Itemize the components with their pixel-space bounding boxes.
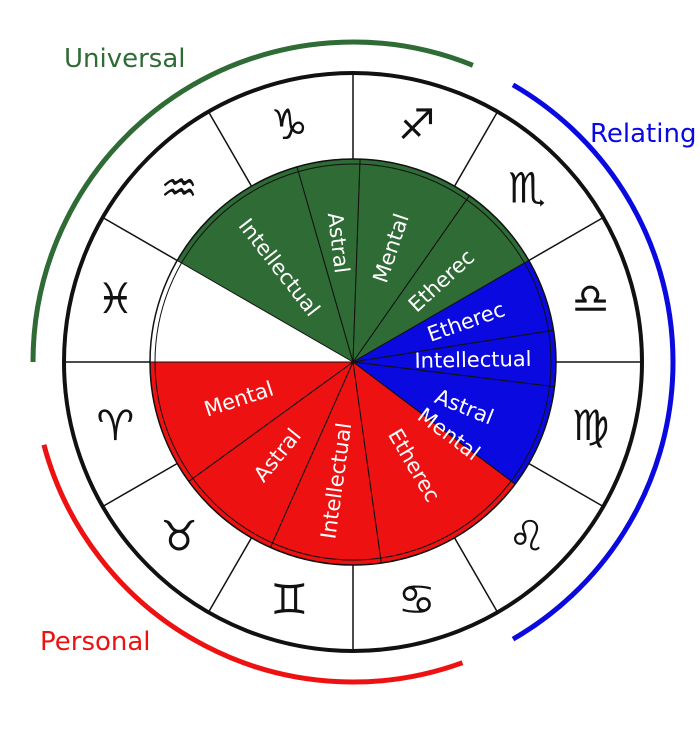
gemini-sign-icon: ♊ [271,575,309,624]
sign-divider-line [102,216,178,262]
inner-wedges [149,158,557,566]
relating-label: Relating [590,119,697,149]
zodiac-sign-glyphs: ♑ ♐ ♏ ♎ ♍ ♌ ♋ ♊ ♉ ♈ ♓ ♒ [97,100,610,624]
leo-sign-icon: ♌ [508,511,546,560]
virgo-sign-icon: ♍ [572,401,610,450]
aries-sign-icon: ♈ [97,401,135,450]
libra-sign-icon: ♎ [572,274,610,323]
sagittarius-sign-icon: ♐ [398,100,436,149]
capricorn-sign-icon: ♑ [271,100,309,149]
personal-arc [41,444,464,685]
taurus-sign-icon: ♉ [160,511,198,560]
universal-arc [30,39,474,363]
inner-ring-outline [149,158,557,566]
sign-divider-line [528,462,604,508]
group-arcs [30,39,676,685]
pisces-sign-icon: ♓ [97,274,135,323]
scorpio-sign-icon: ♏ [508,164,546,213]
wedge-label: Intellectual [414,347,531,373]
sign-dividers [64,73,642,651]
sign-divider-line [453,111,499,187]
relating-arc [511,82,676,642]
sign-divider-line [528,216,604,262]
aquarius-sign-icon: ♒ [160,164,198,213]
universal-label: Universal [64,44,186,74]
inner-thin-ring [154,163,552,561]
cancer-sign-icon: ♋ [398,575,436,624]
sign-divider-line [207,537,253,613]
sign-divider-line [453,537,499,613]
sign-divider-line [102,462,178,508]
sign-divider-line [207,111,253,187]
personal-label: Personal [40,627,151,657]
